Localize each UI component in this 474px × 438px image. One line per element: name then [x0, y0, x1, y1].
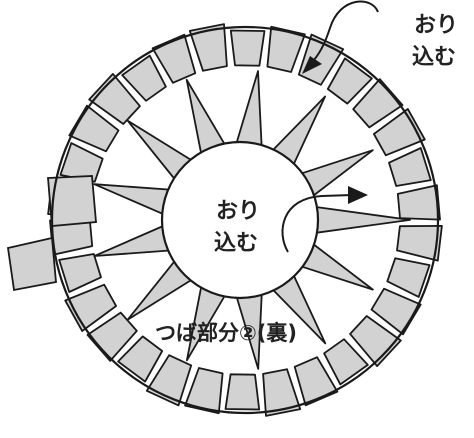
outer-tab [349, 315, 402, 368]
outer-circle [50, 25, 440, 415]
fold-in-label-outer-line1: おり [414, 13, 458, 38]
outer-fold-arrow-icon [302, 0, 379, 74]
outer-tab [396, 184, 441, 221]
outer-tab [117, 335, 164, 383]
outer-tab [266, 25, 306, 73]
outer-tab [49, 219, 94, 256]
outer-tab [396, 224, 443, 262]
outer-tab [121, 54, 167, 102]
fold-in-label-inner-line2: 込む [214, 231, 258, 256]
outer-tab [262, 368, 302, 417]
outer-tab-ring [6, 23, 443, 417]
outer-tab [6, 236, 57, 292]
outer-tab [372, 108, 426, 157]
outer-tab [188, 23, 228, 72]
outer-tab [151, 33, 197, 84]
outer-tab [64, 283, 117, 332]
inner-fold-arrow-icon [281, 186, 368, 253]
outer-tab [88, 73, 141, 125]
inner-circle [160, 140, 320, 300]
outer-tab [323, 338, 369, 386]
outer-tab [58, 253, 102, 293]
outer-tab [386, 257, 431, 298]
outer-tab [184, 367, 224, 415]
fold-in-label-inner-line1: おり [216, 199, 260, 224]
outer-tab [47, 175, 97, 227]
outer-tab [388, 147, 432, 187]
outer-tab [326, 57, 373, 105]
fold-in-label-outer-line2: 込む [412, 45, 456, 70]
outer-tab [224, 373, 261, 411]
outer-tab [229, 29, 266, 67]
brim-part-label: つば部分②(裏) [155, 321, 297, 345]
star-ray [307, 205, 411, 235]
outer-tab [293, 356, 339, 407]
